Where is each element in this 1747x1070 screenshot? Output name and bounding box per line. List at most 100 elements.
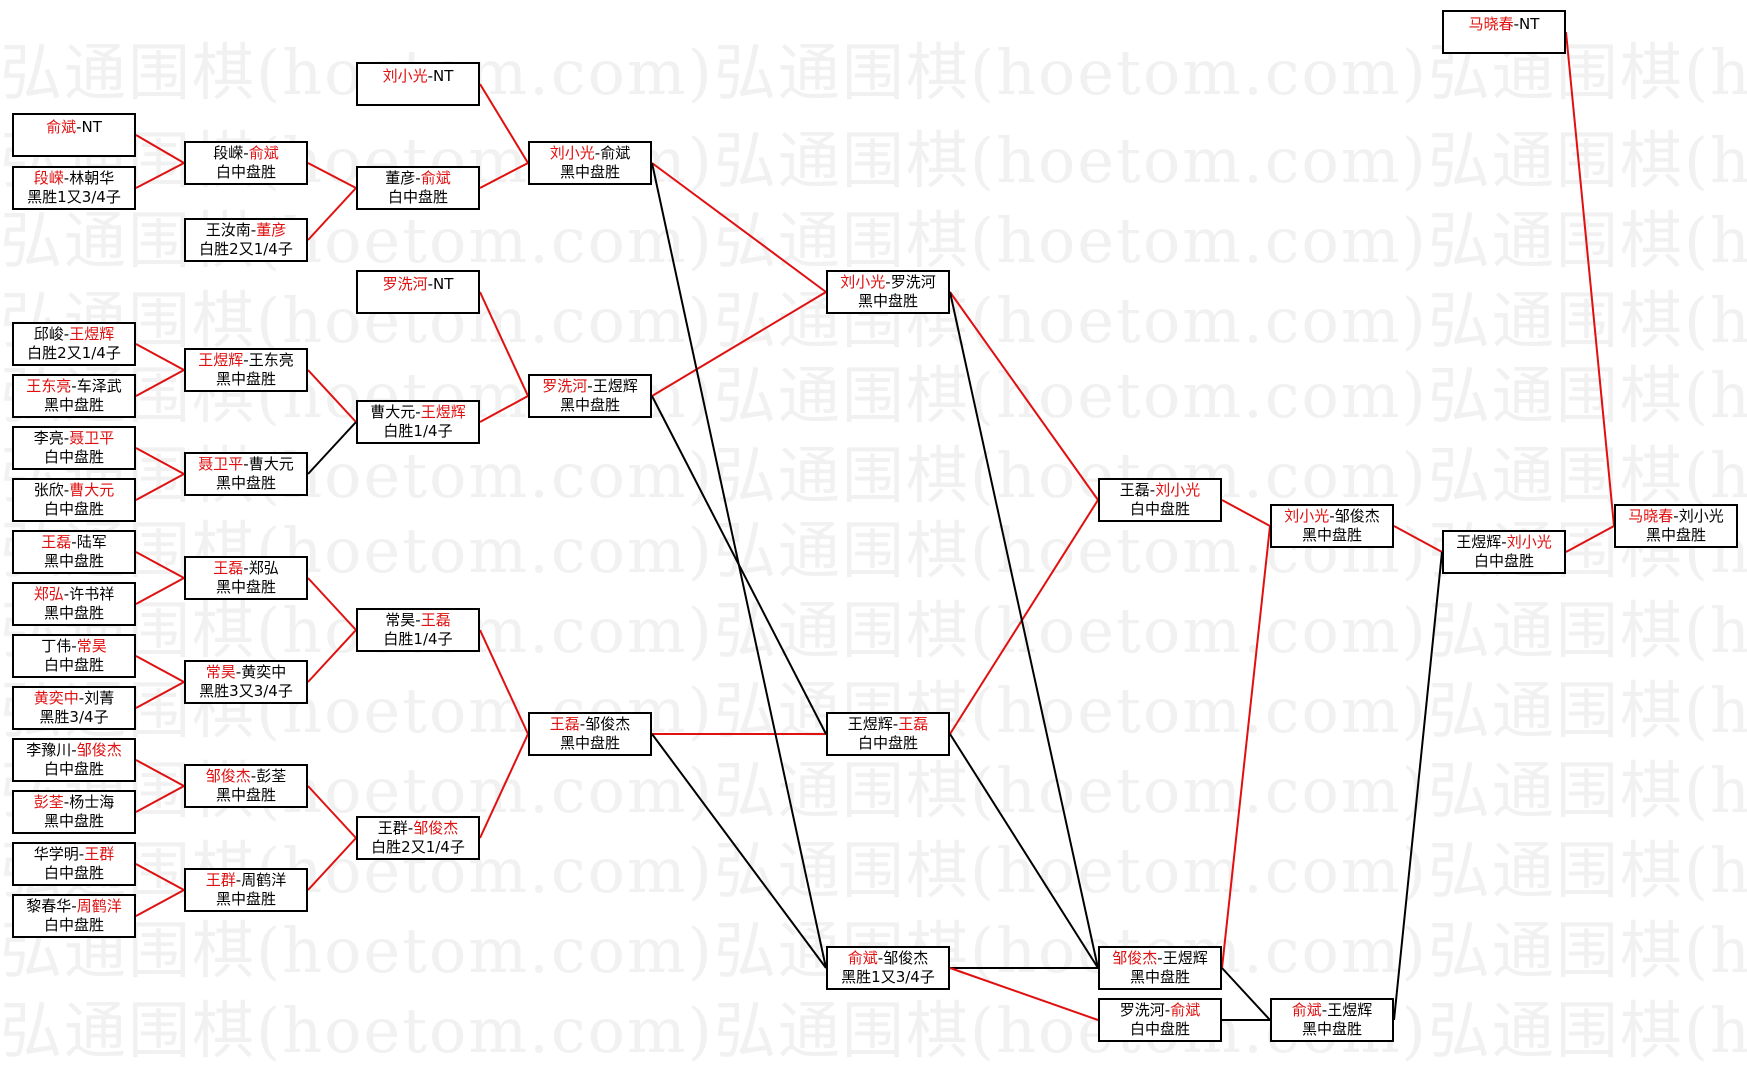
match-result: 黑中盘胜 xyxy=(215,786,276,804)
player-black: 罗洗河 xyxy=(1119,1001,1165,1019)
match-players: 邹俊杰-王煜辉 xyxy=(1112,949,1207,968)
separator: - xyxy=(78,845,85,863)
match-result: 黑中盘胜 xyxy=(43,604,104,622)
player-white: 陆军 xyxy=(76,533,107,551)
match-result: 黑中盘胜 xyxy=(43,396,104,414)
match-box: 马晓春-NT xyxy=(1442,10,1566,54)
match-box: 华学明-王群白中盘胜 xyxy=(12,842,136,886)
match-result: 黑中盘胜 xyxy=(43,552,104,570)
match-box: 李豫川-邹俊杰白中盘胜 xyxy=(12,738,136,782)
match-box: 罗洗河-NT xyxy=(356,270,480,314)
player-white: NT xyxy=(433,275,454,293)
separator: - xyxy=(63,429,70,447)
player-white: 郑弘 xyxy=(248,559,279,577)
connector-line xyxy=(135,134,185,164)
connector-line xyxy=(307,837,357,891)
separator: - xyxy=(1164,1001,1171,1019)
match-result: 黑胜1又3/4子 xyxy=(841,968,935,986)
player-white: 王磊 xyxy=(420,611,451,629)
match-result: 黑中盘胜 xyxy=(559,396,620,414)
connector-line xyxy=(135,681,185,709)
match-players: 马晓春-NT xyxy=(1469,15,1540,34)
player-black: 王磊 xyxy=(213,559,244,577)
match-players: 邱峻-王煜辉 xyxy=(34,325,114,344)
match-box: 罗洗河-俞斌白中盘胜 xyxy=(1098,998,1222,1042)
player-black: 丁伟 xyxy=(41,637,72,655)
player-black: 李豫川 xyxy=(26,741,72,759)
separator: - xyxy=(71,377,77,395)
connector-line xyxy=(1221,499,1271,527)
match-players: 黎春华-周鹤洋 xyxy=(26,897,121,916)
player-white: 周鹤洋 xyxy=(241,871,287,889)
connector-line xyxy=(651,162,827,969)
player-white: 俞斌 xyxy=(600,144,631,162)
separator: - xyxy=(415,169,421,187)
match-players: 王磊-邹俊杰 xyxy=(550,715,630,734)
match-players: 黄奕中-刘菁 xyxy=(34,689,114,708)
player-black: 罗洗河 xyxy=(382,275,428,293)
connector-line xyxy=(479,162,529,189)
player-white: 林朝华 xyxy=(69,169,115,187)
match-players: 刘小光-罗洗河 xyxy=(840,273,935,292)
separator: - xyxy=(250,767,257,785)
player-black: 王群 xyxy=(205,871,236,889)
separator: - xyxy=(235,871,242,889)
match-result: 白中盘胜 xyxy=(43,916,104,934)
player-black: 聂卫平 xyxy=(198,455,244,473)
connector-line xyxy=(479,629,529,735)
match-box: 刘小光-俞斌黑中盘胜 xyxy=(528,141,652,185)
player-black: 王煜辉 xyxy=(1456,533,1502,551)
match-box: 王磊-刘小光白中盘胜 xyxy=(1098,478,1222,522)
separator: - xyxy=(63,481,70,499)
player-white: 曹大元 xyxy=(69,481,115,499)
player-black: 邹俊杰 xyxy=(205,767,251,785)
match-players: 常昊-王磊 xyxy=(385,611,450,630)
player-white: 邹俊杰 xyxy=(413,819,459,837)
connector-line xyxy=(1565,525,1615,553)
match-players: 俞斌-王煜辉 xyxy=(1292,1001,1372,1020)
match-result: 白中盘胜 xyxy=(387,188,448,206)
match-players: 丁伟-常昊 xyxy=(41,637,106,656)
player-white: NT xyxy=(433,67,454,85)
match-box: 邹俊杰-王煜辉黑中盘胜 xyxy=(1098,946,1222,990)
match-result: 黑中盘胜 xyxy=(559,163,620,181)
match-box: 聂卫平-曹大元黑中盘胜 xyxy=(184,452,308,496)
match-players: 段嵘-俞斌 xyxy=(213,144,278,163)
match-box: 丁伟-常昊白中盘胜 xyxy=(12,634,136,678)
player-white: 王煜辉 xyxy=(592,377,638,395)
player-black: 邹俊杰 xyxy=(1112,949,1158,967)
match-players: 王磊-陆军 xyxy=(41,533,106,552)
match-result: 黑胜3/4子 xyxy=(39,708,109,726)
separator: - xyxy=(407,819,414,837)
player-black: 俞斌 xyxy=(847,949,878,967)
match-result: 白胜2又1/4子 xyxy=(27,344,121,362)
match-result: 黑中盘胜 xyxy=(215,578,276,596)
separator: - xyxy=(885,273,891,291)
match-box: 罗洗河-王煜辉黑中盘胜 xyxy=(528,374,652,418)
connector-line xyxy=(1393,551,1443,1021)
player-white: NT xyxy=(1519,15,1540,33)
player-white: 刘菁 xyxy=(84,689,115,707)
player-black: 曹大元 xyxy=(370,403,416,421)
match-result: 白中盘胜 xyxy=(43,448,104,466)
player-black: 刘小光 xyxy=(382,67,428,85)
separator: - xyxy=(1329,507,1335,525)
separator: - xyxy=(250,221,257,239)
player-white: 聂卫平 xyxy=(69,429,115,447)
separator: - xyxy=(243,351,249,369)
match-result: 黑中盘胜 xyxy=(215,474,276,492)
match-players: 王煜辉-王磊 xyxy=(848,715,928,734)
separator: - xyxy=(235,663,242,681)
match-result: 白中盘胜 xyxy=(43,864,104,882)
match-result: 白中盘胜 xyxy=(1129,500,1190,518)
match-result: 白中盘胜 xyxy=(43,760,104,778)
player-white: 罗洗河 xyxy=(890,273,936,291)
match-players: 曹大元-王煜辉 xyxy=(370,403,465,422)
connector-line xyxy=(307,162,357,189)
match-box: 郑弘-许书祥黑中盘胜 xyxy=(12,582,136,626)
connector-line xyxy=(1393,525,1443,553)
player-white: 邹俊杰 xyxy=(883,949,929,967)
player-white: 杨士海 xyxy=(69,793,115,811)
connector-line xyxy=(479,291,529,397)
